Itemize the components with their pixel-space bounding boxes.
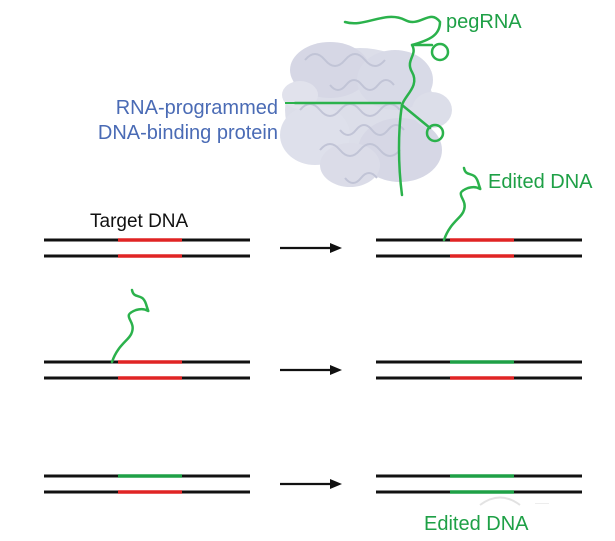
protein-label-line1: RNA-programmed	[115, 97, 278, 119]
protein-label: RNA-programmed DNA-binding protein	[98, 96, 278, 146]
dna-duplex-row1-right	[376, 238, 582, 258]
edited-dna-label-bottom: Edited DNA	[424, 513, 529, 535]
arrow-row-3	[280, 479, 342, 489]
dna-duplex-row2-left	[44, 360, 250, 380]
dna-duplex-row3-right	[376, 474, 582, 494]
rna-flap-row1-right	[442, 166, 482, 242]
watermark: —	[479, 494, 549, 510]
rna-flap-row2-left	[110, 288, 150, 364]
pegrna-label: pegRNA	[446, 11, 522, 33]
protein-structure	[280, 42, 452, 187]
edited-dna-label-top: Edited DNA	[488, 171, 593, 193]
arrows	[280, 243, 342, 489]
pegrna-strand	[293, 15, 450, 197]
protein-label-line2: DNA-binding protein	[97, 122, 278, 144]
dna-rows	[44, 238, 582, 494]
dna-duplex-row1-left	[44, 238, 250, 258]
arrow-row-1	[280, 243, 342, 253]
dna-duplex-row3-left	[44, 474, 250, 494]
dna-duplex-row2-right	[376, 360, 582, 380]
svg-text:—: —	[535, 494, 549, 510]
target-dna-label: Target DNA	[90, 211, 189, 232]
rna-flaps	[110, 166, 482, 364]
arrow-row-2	[280, 365, 342, 375]
